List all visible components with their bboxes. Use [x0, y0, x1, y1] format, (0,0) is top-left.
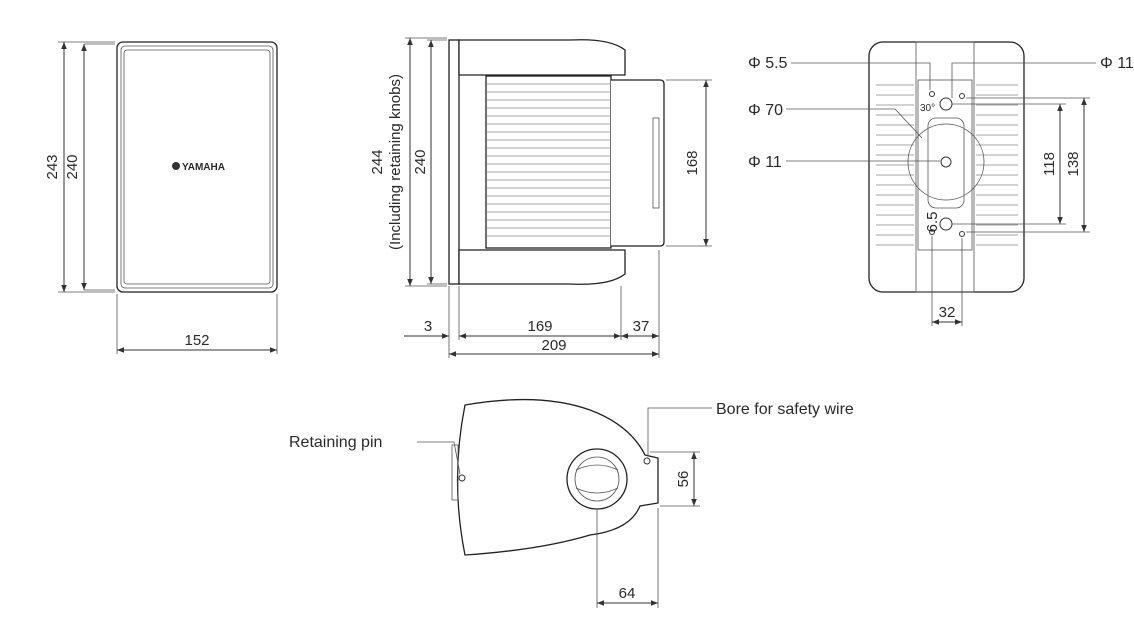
front-cabinet-outline: [116, 41, 278, 293]
label-phi-70: Φ 70: [748, 102, 783, 119]
dim-side-244-note: (Including retaining knobs): [387, 74, 404, 250]
label-safety-wire: Bore for safety wire: [716, 401, 854, 418]
side-top-knob: [458, 39, 626, 76]
dim-side-244: 244: [369, 149, 386, 174]
side-bottom-knob: [458, 249, 626, 285]
side-ribs: [487, 83, 610, 237]
side-bracket: [611, 79, 665, 247]
rear-view: Φ 5.5 Φ 11 Φ 70 Φ 11 30° 6.5 118 138 32: [748, 41, 1134, 326]
dim-front-152: 152: [184, 332, 209, 349]
rear-hole-small-bottom: [929, 229, 935, 235]
yamaha-logo-icon: [172, 162, 180, 170]
top-view-pin-housing: [451, 444, 459, 501]
front-grille-outer: [120, 45, 274, 289]
side-front-baffle: [448, 39, 460, 285]
dim-rear-138: 138: [1065, 151, 1082, 176]
rear-bracket-plate: [915, 41, 975, 293]
label-angle-30: 30°: [920, 103, 935, 114]
dim-side-37: 37: [633, 318, 650, 335]
front-grille-inner: [123, 49, 271, 285]
label-retaining-pin: Retaining pin: [289, 434, 382, 451]
dim-rear-32: 32: [939, 304, 956, 321]
label-offset-6-5: 6.5: [924, 212, 941, 233]
dim-front-240: 240: [64, 154, 81, 179]
dim-side-168: 168: [684, 150, 701, 175]
top-view-outline: [456, 398, 659, 556]
rear-hole-right-top: [959, 93, 965, 99]
top-view: Retaining pin Bore for safety wire 56 64: [289, 398, 854, 608]
brand-logo-text: YAMAHA: [182, 162, 225, 173]
dim-side-3: 3: [424, 318, 432, 335]
top-knob-inner: [574, 456, 620, 502]
dim-side-169: 169: [527, 318, 552, 335]
rear-hole-70: [907, 123, 985, 201]
dim-side-209: 209: [541, 337, 566, 354]
retaining-pin-icon: [458, 474, 466, 482]
side-view: 244 (Including retaining knobs) 240 168 …: [369, 37, 712, 358]
dim-side-240: 240: [412, 149, 429, 174]
top-knob-outer: [566, 448, 628, 510]
side-ribbed-body: [485, 75, 612, 249]
side-bracket-slot: [652, 117, 660, 209]
top-knob-grip: [575, 464, 619, 494]
label-phi-11-right: Φ 11: [1100, 55, 1134, 72]
label-phi-11-center: Φ 11: [748, 154, 782, 171]
dim-front-243: 243: [44, 154, 61, 179]
rear-bracket-inner: [917, 79, 973, 251]
dim-top-56: 56: [675, 471, 692, 488]
front-view: YAMAHA 243 240 152: [44, 41, 278, 354]
rear-hole-center: [940, 156, 952, 168]
label-phi-5-5: Φ 5.5: [748, 55, 788, 72]
rear-knob-slot: [927, 117, 965, 209]
rear-hole-small-top: [929, 91, 935, 97]
rear-ribs: [876, 84, 1018, 246]
rear-hole-right-bottom: [959, 231, 965, 237]
safety-wire-bore-icon: [643, 457, 651, 465]
dim-rear-118: 118: [1041, 152, 1058, 176]
dim-top-64: 64: [619, 585, 636, 602]
